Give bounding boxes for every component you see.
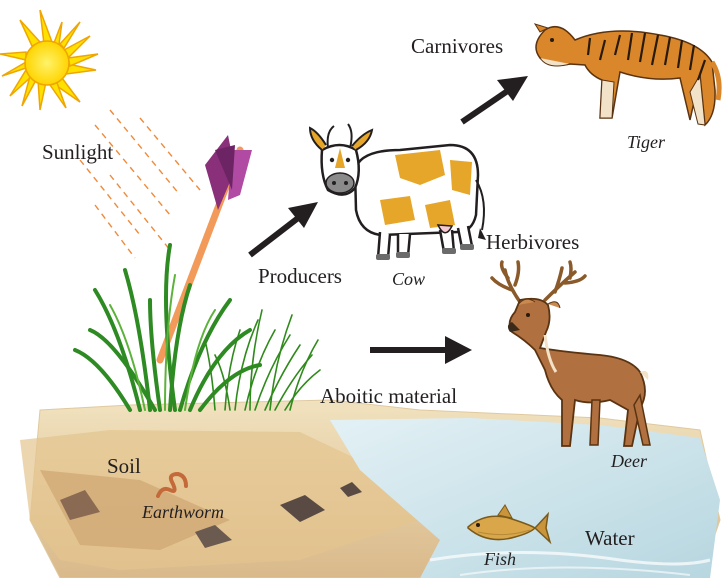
producers-label: Producers [258,266,342,287]
sun-icon [0,10,98,110]
sunlight-rays [80,110,200,258]
sunlight-label: Sunlight [42,142,113,163]
deer-label: Deer [611,452,647,470]
cow-label: Cow [392,270,425,288]
fish-label: Fish [484,550,516,568]
earthworm-label: Earthworm [142,503,224,521]
arrow-abiotic-to-deer [370,336,472,364]
cow-icon [310,124,486,260]
arrow-cow-to-tiger [462,76,528,122]
soil-label: Soil [107,456,141,477]
arrow-producers-to-cow [250,202,318,255]
herbivores-label: Herbivores [486,232,579,253]
carnivores-label: Carnivores [411,36,503,57]
water-label: Water [585,528,635,549]
aboitic-material-label: Aboitic material [320,386,457,407]
tiger-label: Tiger [627,133,665,151]
tiger-icon [535,24,719,125]
